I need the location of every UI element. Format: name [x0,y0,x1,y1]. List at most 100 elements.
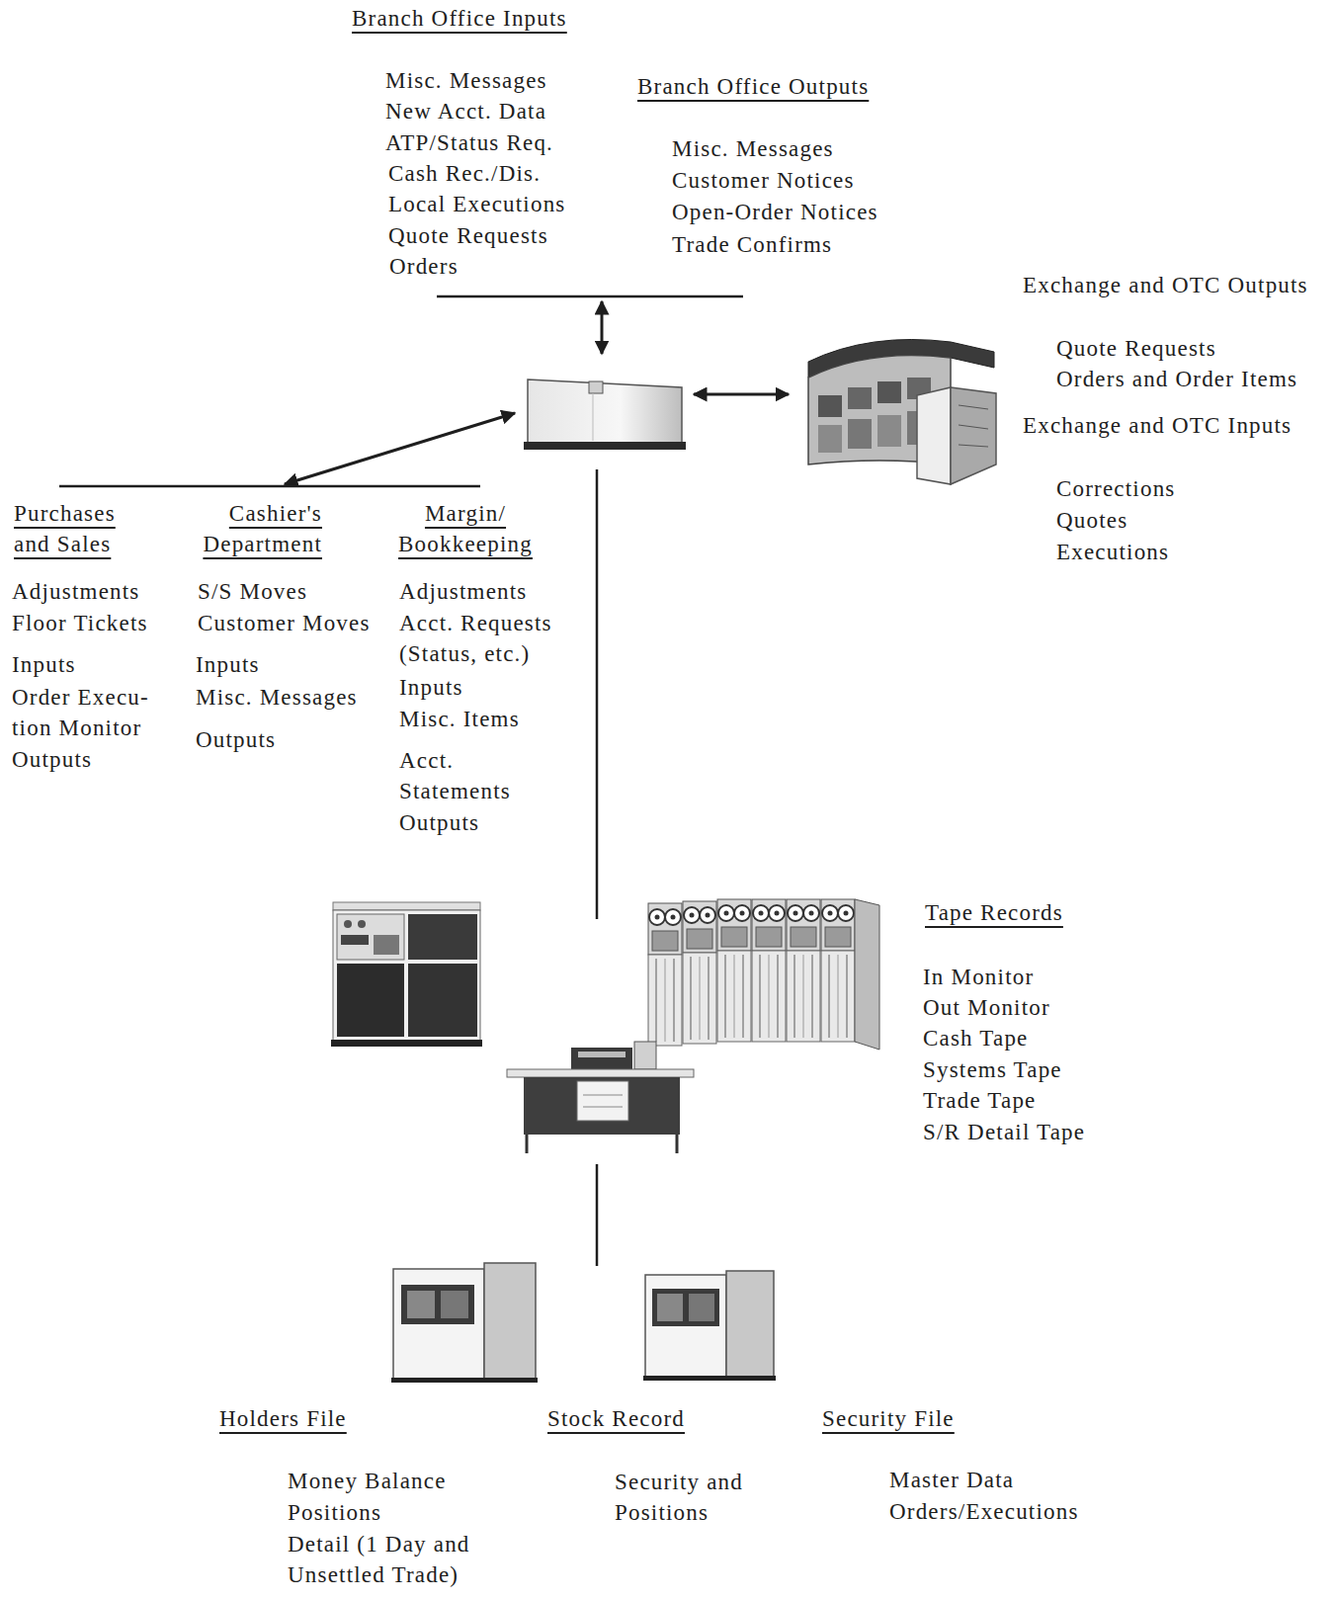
tape-drives [821,899,855,1042]
exchange-console [847,387,872,410]
communications-unit [523,441,686,450]
exchange-console [808,339,997,486]
operator-console [571,1047,633,1070]
tape-drives [648,903,682,1046]
disk-units [401,1284,475,1325]
exchange-console [877,381,902,404]
list-item: Inputs [399,671,464,703]
list-item: Master Data [889,1464,1014,1496]
tape-drives [648,899,880,1050]
processor-cabinets [331,1039,483,1047]
list-item: Money Balance [287,1465,447,1497]
processor-cabinets [333,902,481,911]
disk-units [657,1293,683,1322]
disk-units [484,1262,536,1380]
list-item: Cash Tape [922,1022,1029,1054]
connector-lines [595,469,599,919]
list-item: Corrections [1056,473,1176,504]
list-item: Customer Moves [197,607,371,639]
list-item: Out Monitor [922,992,1051,1023]
operator-console [675,1134,679,1154]
connector-lines [595,1164,599,1266]
connector-lines [284,413,515,485]
processor-cabinets [333,910,481,1041]
list-item: Positions [287,1497,382,1528]
list-item: S/S Moves [197,576,308,607]
list-item: Trade Tape [922,1085,1037,1116]
list-item: Cash Rec./Dis. [388,158,541,189]
list-item: Customer Notices [671,165,855,196]
section-heading: Exchange and OTC Outputs [1022,269,1309,301]
processor-cabinets [373,934,400,955]
operator-console [634,1041,657,1070]
list-item: Orders and Order Items [1056,363,1298,395]
list-item: New Acct. Data [385,95,547,127]
list-item: Local Executions [388,188,567,220]
exchange-console [917,387,951,485]
section-heading: Holders File [219,1403,347,1434]
exchange-console [818,424,842,453]
list-item: Open-Order Notices [671,196,879,228]
processor-cabinets [336,914,405,960]
exchange-console [958,405,989,410]
operator-console [506,1069,694,1078]
section-heading: Branch Office Outputs [637,71,869,102]
list-item: Misc. Items [399,703,520,735]
disk-units [643,1375,776,1381]
processor-cabinets [331,902,483,1047]
exchange-console [958,424,989,429]
operator-console [583,1094,623,1096]
list-item: Outputs [11,744,92,775]
section-heading: Cashier's Department [188,498,323,560]
section-heading: Stock Record [547,1403,685,1434]
tape-drives [786,899,821,1042]
list-item: Misc. Messages [385,65,548,96]
processor-cabinets [357,919,366,928]
processor-cabinets [343,919,352,928]
list-item: Outputs [399,807,480,838]
disk-units [726,1270,774,1378]
list-item: Outputs [195,724,276,755]
list-item: Misc. Messages [195,681,358,713]
tape-drives [854,899,880,1050]
disk-units [440,1290,469,1319]
section-heading: Exchange and OTC Inputs [1022,410,1292,441]
list-item: Misc. Messages [671,133,835,165]
disk-units [391,1262,776,1383]
list-item: Security and Positions [614,1466,763,1528]
connector-lines [436,295,744,299]
tape-drives [682,901,717,1044]
list-item: ATP/Status Req. [385,127,554,159]
operator-console [506,1041,694,1154]
connector-lines [59,485,481,489]
list-item: Inputs [195,649,260,680]
list-item: Inputs [11,649,77,680]
operator-console [578,1051,626,1058]
disk-units [645,1274,727,1378]
processor-cabinets [408,963,478,1037]
list-item: Acct. Requests (Status, etc.) [399,607,578,669]
processor-cabinets [340,934,369,945]
exchange-console [958,444,989,447]
list-item: Detail (1 Day and Unsettled Trade) [287,1528,501,1590]
list-item: Floor Tickets [11,607,149,639]
list-item: S/R Detail Tape [922,1116,1086,1148]
processor-cabinets [336,963,405,1037]
communications-unit [527,379,682,443]
operator-console [583,1106,623,1108]
communications-unit [588,381,603,394]
list-item: Adjustments [11,576,140,607]
section-heading: Purchases and Sales [13,498,138,560]
section-heading: Margin/ Bookkeeping [391,498,540,560]
list-item: Acct. Statements [399,745,533,807]
disk-units [391,1377,538,1383]
connector-lines [59,296,789,1266]
exchange-console [847,418,872,449]
tape-drives [717,899,752,1042]
disk-units [652,1288,720,1327]
section-heading: Security File [822,1403,955,1434]
disk-units [407,1290,435,1319]
communications-unit [592,393,594,441]
